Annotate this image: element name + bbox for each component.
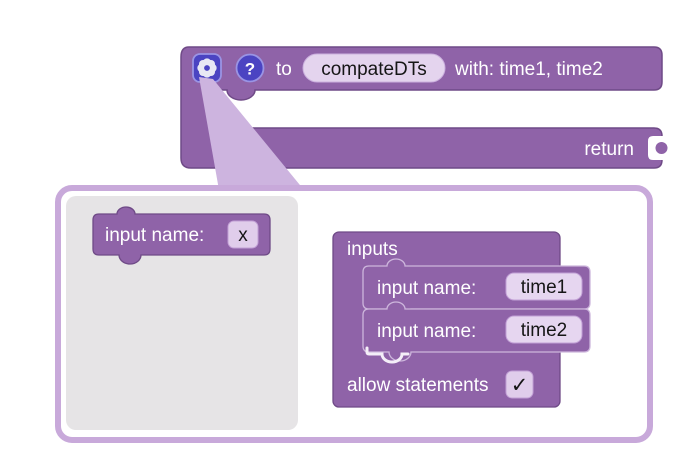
- inputs-container-title: inputs: [347, 239, 398, 260]
- procedure-definition-block[interactable]: ? to compateDTs with: time1, time2 retur…: [180, 46, 668, 169]
- flyout-input-block[interactable]: input name: x: [92, 206, 271, 265]
- checkmark-icon: ✓: [511, 374, 529, 397]
- input-block-time1[interactable]: input name: time1: [362, 258, 591, 319]
- input-block-time2[interactable]: input name: time2: [362, 301, 591, 362]
- input-block-time2-label: input name:: [377, 321, 476, 342]
- help-button[interactable]: ?: [235, 53, 265, 83]
- flyout-input-label: input name:: [105, 225, 204, 246]
- procedure-name-text: compateDTs: [321, 59, 427, 80]
- mutator-dialog: input name: x inputs input name: time1: [55, 185, 653, 443]
- return-socket-knob: [655, 142, 668, 154]
- flyout-input-block-shape[interactable]: [92, 206, 271, 265]
- gear-icon: [197, 58, 217, 78]
- mutator-gear-button[interactable]: [192, 53, 222, 83]
- procedure-to-label: to: [276, 59, 292, 80]
- return-label: return: [584, 139, 634, 160]
- input-name-text-time1: time1: [521, 277, 567, 298]
- input-name-text-time2: time2: [521, 320, 567, 341]
- mutator-callout-beam: [199, 77, 304, 190]
- procedure-name-field[interactable]: compateDTs: [302, 53, 446, 83]
- empty-socket-highlight: [365, 346, 410, 364]
- input-name-field-time2[interactable]: time2: [505, 315, 583, 344]
- input-block-time1-label: input name:: [377, 278, 476, 299]
- inputs-container-block[interactable]: inputs input name: time1 input name: tim…: [332, 231, 591, 408]
- flyout-input-name-text: x: [238, 225, 248, 246]
- allow-statements-checkbox[interactable]: ✓: [505, 370, 534, 399]
- question-mark-icon: ?: [245, 60, 255, 79]
- flyout-input-name-field[interactable]: x: [227, 220, 259, 249]
- procedure-params-label: with: time1, time2: [454, 59, 603, 80]
- allow-statements-label: allow statements: [347, 375, 489, 396]
- input-name-field-time1[interactable]: time1: [505, 272, 583, 301]
